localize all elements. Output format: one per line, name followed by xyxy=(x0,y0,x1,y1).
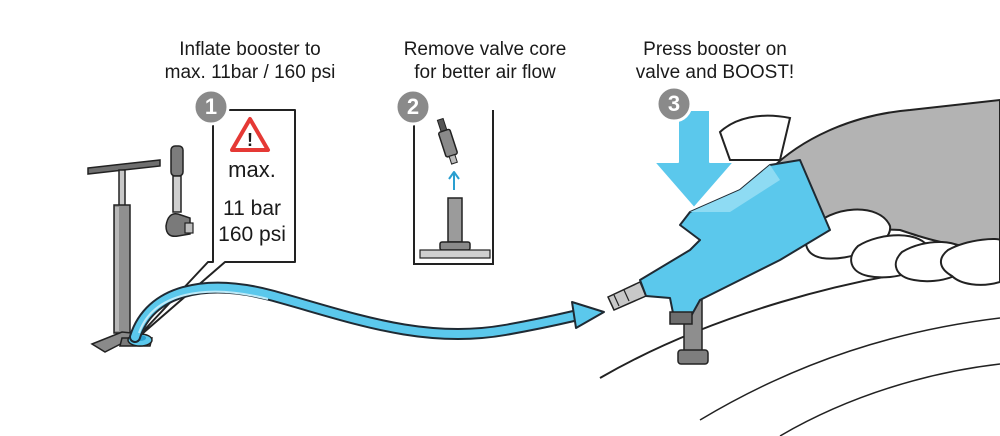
step1-callout xyxy=(134,109,296,341)
step3-caption-line2: valve and BOOST! xyxy=(635,62,795,83)
step2-caption-line2: for better air flow xyxy=(414,62,556,83)
step3-caption: Press booster on valve and BOOST! xyxy=(610,38,820,84)
step2-panel xyxy=(413,110,494,265)
step2-badge xyxy=(394,88,432,126)
step1-badge xyxy=(192,88,230,126)
step3-badge xyxy=(655,85,693,123)
warning-psi-value: 160 psi xyxy=(218,223,286,246)
step1-caption: Inflate booster to max. 11bar / 160 psi xyxy=(150,38,350,84)
warning-max-label: max. xyxy=(228,157,276,182)
step1-number: 1 xyxy=(204,94,218,119)
step1-caption-line1: Inflate booster to xyxy=(179,39,321,60)
step2-caption: Remove valve core for better air flow xyxy=(385,38,585,84)
step1-caption-line2: max. 11bar / 160 psi xyxy=(164,62,336,83)
step2-caption-line1: Remove valve core xyxy=(403,39,567,60)
step2-number: 2 xyxy=(406,94,420,119)
warning-bar-value: 11 bar xyxy=(223,197,281,220)
booster-icon xyxy=(607,159,831,325)
pump-hose-icon xyxy=(165,145,194,238)
glove-hand-icon xyxy=(718,98,1000,286)
step3-number: 3 xyxy=(667,91,681,116)
floor-pump-icon xyxy=(87,159,161,353)
warning-triangle-icon: ! xyxy=(230,117,270,152)
hose-tube xyxy=(129,281,605,343)
step3-caption-line1: Press booster on xyxy=(643,39,787,60)
valve-core-icon xyxy=(419,117,491,259)
warning-symbol: ! xyxy=(247,130,253,150)
press-down-arrow-icon xyxy=(653,109,735,209)
